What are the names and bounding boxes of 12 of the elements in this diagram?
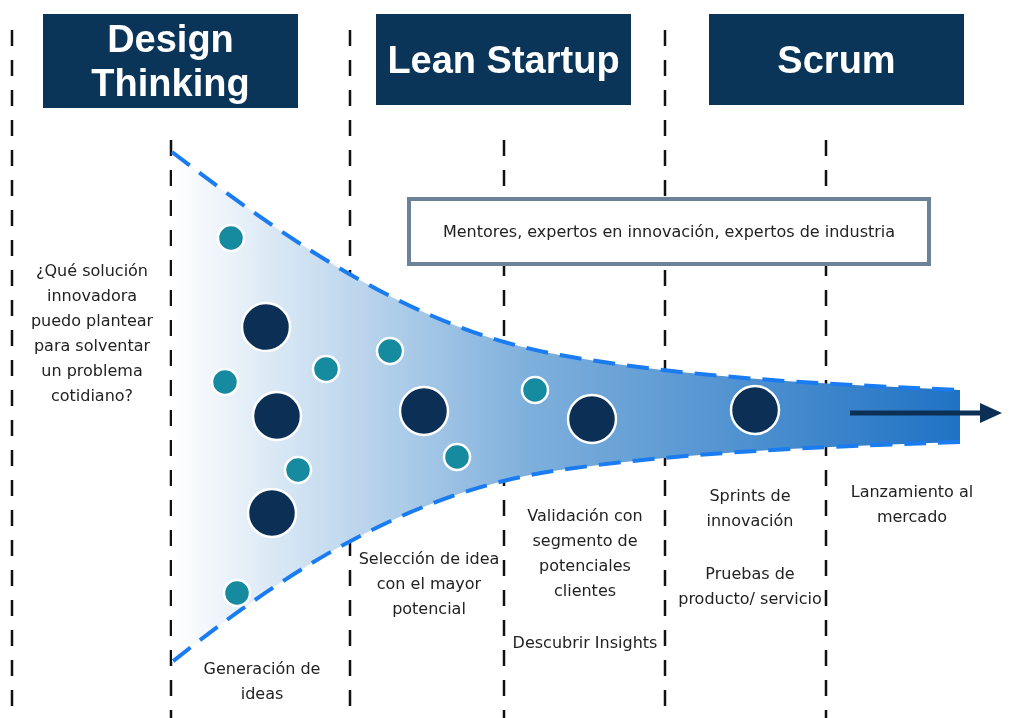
section-header: Lean Startup (376, 14, 631, 105)
stage-label: Generación de ideas (202, 658, 322, 705)
stage-label: Validación con segmento de potenciales clientes (526, 505, 644, 602)
stage-label: Descubrir Insights (511, 632, 659, 654)
stage-label: Pruebas de producto/ servicio (677, 563, 823, 610)
stage-label: Lanzamiento al mercado (849, 481, 975, 528)
stage-label: Selección de idea con el mayor potencial (357, 548, 501, 620)
question-text: ¿Qué solución innovadora puedo plantear para solventar un problema cotidiano? (29, 260, 155, 407)
section-header: Design Thinking (43, 14, 298, 108)
stage-label: Sprints de innovación (705, 485, 795, 532)
mentors-box: Mentores, expertos en innovación, expertos de industria (407, 197, 931, 266)
section-header: Scrum (709, 14, 964, 105)
